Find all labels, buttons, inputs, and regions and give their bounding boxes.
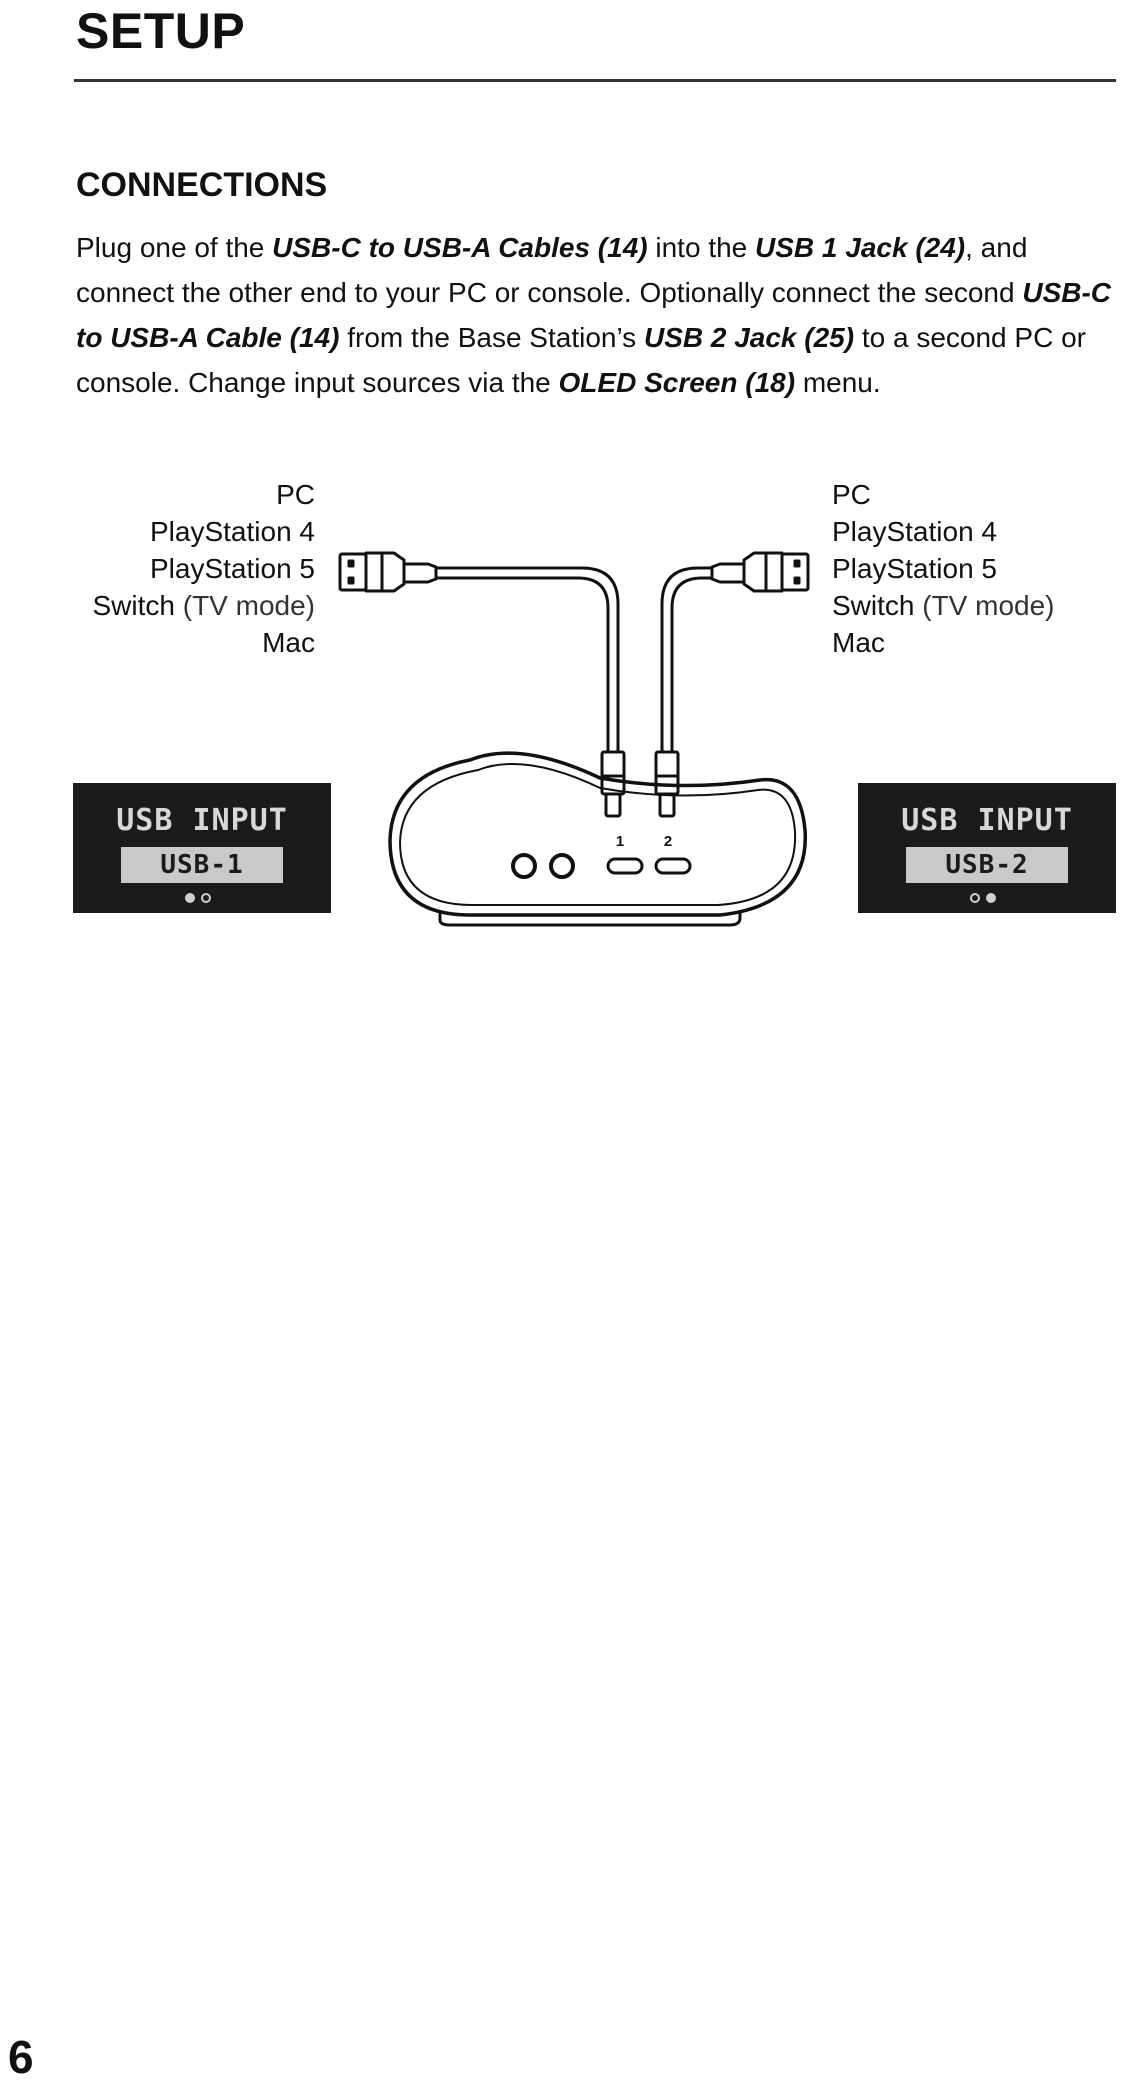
- device-ps4: PlayStation 4: [832, 516, 997, 547]
- usb-a-plug-left-icon: [338, 551, 438, 593]
- instruction-emphasis: USB-C to USB-A Cable (14): [76, 277, 1112, 353]
- panel-title: USB INPUT: [116, 803, 288, 838]
- device-ps5: PlayStation 5: [150, 553, 315, 584]
- device-pc: PC: [276, 479, 315, 510]
- instruction-emphasis: USB 2 Jack (25): [643, 322, 855, 353]
- instruction-segment: from the Base Station’s: [339, 322, 644, 353]
- instruction-emphasis: OLED Screen (18): [558, 367, 796, 398]
- oled-screen-usb-2: USB INPUT USB-2: [858, 783, 1116, 913]
- device-mac: Mac: [262, 627, 315, 658]
- device-switch-name: Switch: [832, 590, 915, 621]
- device-switch-name: Switch: [92, 590, 175, 621]
- device-ps5: PlayStation 5: [832, 553, 997, 584]
- panel-title: USB INPUT: [901, 803, 1073, 838]
- port-label-1: 1: [616, 833, 624, 850]
- usb-a-plug-right-icon: [710, 551, 810, 593]
- instruction-segment: into the: [647, 232, 756, 263]
- cable-left: [434, 566, 620, 754]
- panel-value: USB-2: [906, 847, 1068, 883]
- indicator-dot-active-icon: [185, 893, 195, 903]
- page-number: 6: [8, 2031, 34, 2083]
- indicator-dot-active-icon: [986, 893, 996, 903]
- device-mac: Mac: [832, 627, 885, 658]
- device-switch-mode: (TV mode): [182, 590, 315, 621]
- panel-value: USB-1: [121, 847, 283, 883]
- oled-screen-usb-1: USB INPUT USB-1: [73, 783, 331, 913]
- device-switch: Switch (TV mode): [60, 587, 316, 624]
- instruction-segment: to a second PC or console. Change input …: [76, 322, 1086, 398]
- instruction-emphasis: USB-C to USB-A Cables (14): [272, 232, 648, 263]
- device-list-left: PC PlayStation 4 PlayStation 5 Switch (T…: [60, 476, 316, 661]
- title-divider: [74, 79, 1116, 82]
- device-switch-mode: (TV mode): [922, 590, 1055, 621]
- connections-instructions: Plug one of the USB-C to USB-A Cables (1…: [76, 225, 1116, 405]
- page-title: SETUP: [76, 3, 246, 59]
- section-heading: CONNECTIONS: [76, 166, 328, 204]
- device-ps4: PlayStation 4: [150, 516, 315, 547]
- device-switch: Switch (TV mode): [832, 587, 1122, 624]
- device-list-right: PC PlayStation 4 PlayStation 5 Switch (T…: [832, 476, 1122, 661]
- instruction-segment: , and connect the other end to your PC o…: [76, 232, 1028, 308]
- device-pc: PC: [832, 479, 871, 510]
- indicator-dot-inactive-icon: [970, 893, 980, 903]
- instruction-emphasis: USB 1 Jack (24): [755, 232, 966, 263]
- cable-right: [660, 566, 714, 754]
- usb-c-plug-2-icon: [654, 750, 680, 818]
- indicator-dot-inactive-icon: [201, 893, 211, 903]
- instruction-segment: menu.: [795, 367, 881, 398]
- instruction-segment: Plug one of the: [76, 232, 273, 263]
- usb-c-plug-1-icon: [600, 750, 626, 818]
- port-label-2: 2: [664, 833, 672, 850]
- base-station-icon: [388, 751, 807, 927]
